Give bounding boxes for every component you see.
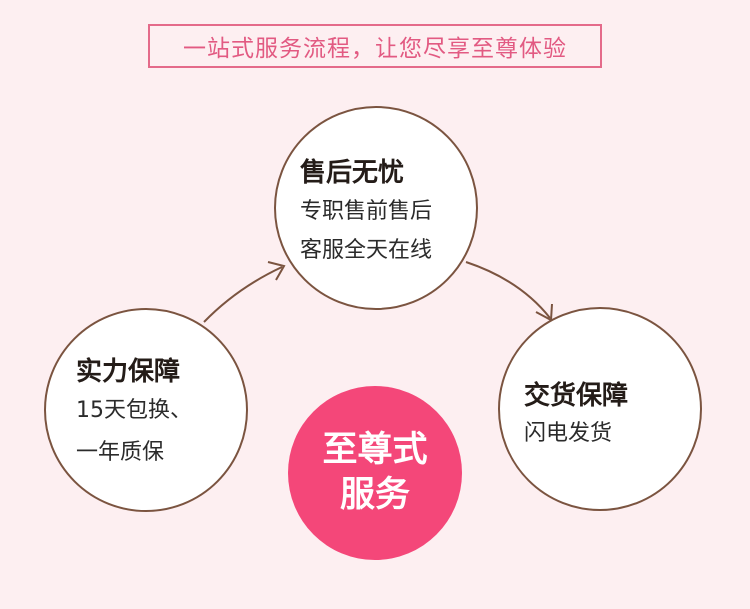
step-circle-delivery [498,307,702,511]
step-circle-after-sales [274,106,478,310]
step-line-strength-1: 15天包换、 [76,398,192,423]
page-title: 一站式服务流程，让您尽享至尊体验 [183,36,567,62]
step-line-after-sales-1: 专职售前售后 [300,199,433,224]
arrow-right-icon [203,261,286,323]
step-title-after-sales: 售后无忧 [300,158,405,188]
step-line-strength-2: 一年质保 [76,440,165,465]
center-badge-line-1: 至尊式 [322,429,428,470]
step-line-after-sales-2: 客服全天在线 [300,238,433,263]
step-circle-strength [44,308,248,512]
step-title-delivery: 交货保障 [524,381,629,411]
center-badge: 至尊式 服务 [288,386,462,560]
page-title-box: 一站式服务流程，让您尽享至尊体验 [148,24,602,68]
center-badge-line-2: 服务 [339,475,410,515]
arrow-down-right-icon [465,261,553,322]
step-line-delivery-1: 闪电发货 [524,421,613,446]
step-title-strength: 实力保障 [76,357,181,387]
